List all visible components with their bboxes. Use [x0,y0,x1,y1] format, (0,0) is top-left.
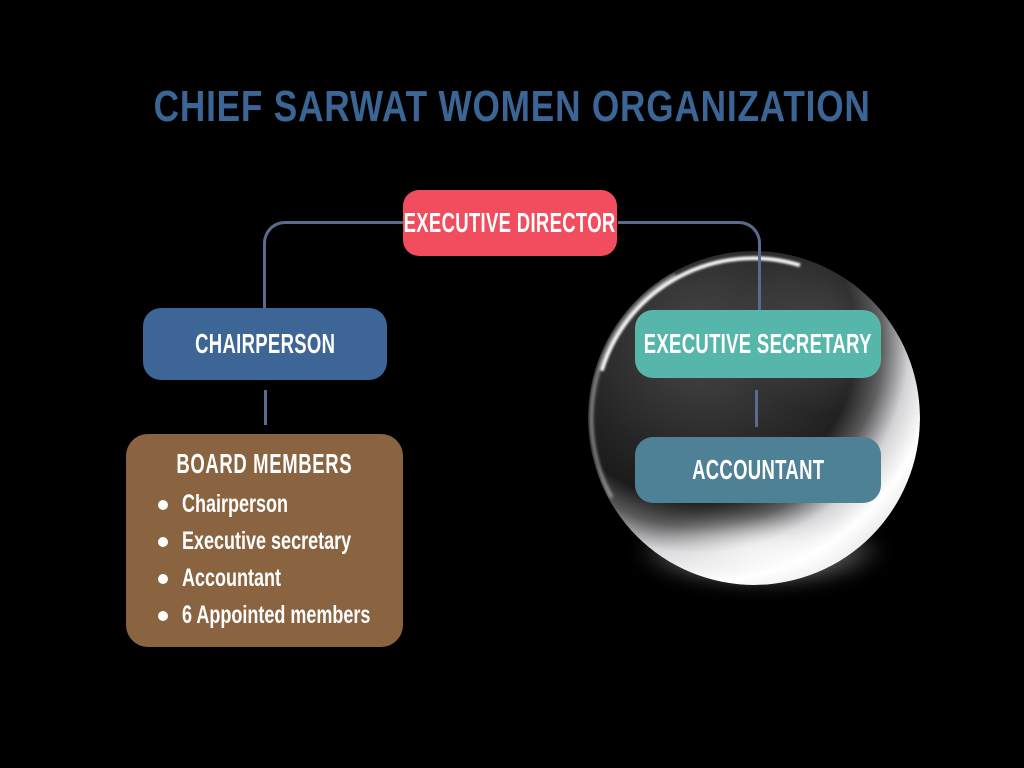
page-title: CHIEF SARWAT WOMEN ORGANIZATION [0,82,1024,132]
connector-chairperson-to-board [264,390,267,425]
page-title-text: CHIEF SARWAT WOMEN ORGANIZATION [153,82,871,131]
board-member-item: 6 Appointed members [126,597,403,634]
board-members-list: Chairperson Executive secretary Accounta… [126,486,403,634]
executive-secretary-label: EXECUTIVE SECRETARY [643,328,873,359]
accountant-label: ACCOUNTANT [691,454,825,485]
board-members-node: BOARD MEMBERS Chairperson Executive secr… [126,434,403,647]
board-member-item: Accountant [126,560,403,597]
sphere-bottom-glow [641,518,881,585]
board-member-item: Executive secretary [126,523,403,560]
executive-secretary-node: EXECUTIVE SECRETARY [635,310,881,378]
board-members-title: BOARD MEMBERS [176,448,353,479]
accountant-node: ACCOUNTANT [635,437,881,503]
connector-secretary-to-accountant [755,390,758,427]
board-member-item: Chairperson [126,486,403,523]
executive-director-label: EXECUTIVE DIRECTOR [404,207,617,238]
chairperson-node: CHAIRPERSON [143,308,387,380]
connector-director-to-secretary [618,221,761,314]
chairperson-label: CHAIRPERSON [194,328,336,359]
executive-director-node: EXECUTIVE DIRECTOR [403,190,617,256]
connector-director-to-chairperson [263,221,406,312]
